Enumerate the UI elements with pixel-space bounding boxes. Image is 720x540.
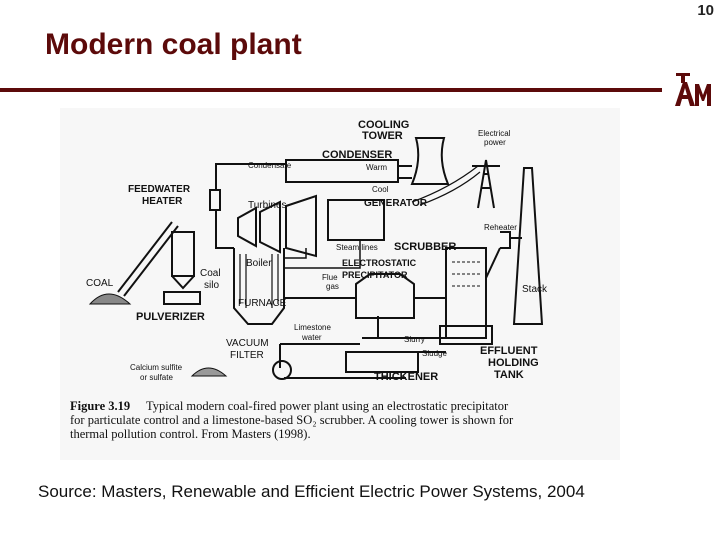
svg-text:TOWER: TOWER xyxy=(362,130,403,142)
effluent-tank-shape xyxy=(439,325,493,345)
label-stack: Stack xyxy=(522,284,548,295)
feedwater-heater-shape xyxy=(209,189,221,211)
label-limestone-water: Limestone xyxy=(294,323,331,332)
label-flue-gas: Flue xyxy=(322,273,338,282)
label-warm: Warm xyxy=(366,163,387,172)
label-electrostatic-precipitator: ELECTROSTATIC xyxy=(342,258,417,268)
coal-pile xyxy=(88,293,132,305)
svg-text:HOLDING: HOLDING xyxy=(488,357,539,369)
label-furnace: FURNACE xyxy=(238,298,287,309)
label-boiler: Boiler xyxy=(246,258,272,269)
coal-silo-shape xyxy=(171,231,195,277)
svg-text:water: water xyxy=(301,333,322,342)
thickener-shape xyxy=(345,351,419,373)
stack-shape xyxy=(512,167,544,325)
svg-text:or sulfate: or sulfate xyxy=(140,373,173,382)
cooling-tower-shape xyxy=(410,137,450,185)
label-cooling-tower: COOLING xyxy=(358,119,409,131)
label-vacuum-filter: VACUUM xyxy=(226,338,269,349)
svg-text:FILTER: FILTER xyxy=(230,350,264,361)
source-citation: Source: Masters, Renewable and Efficient… xyxy=(38,482,585,501)
condenser-shape xyxy=(285,159,399,183)
label-sludge: Sludge xyxy=(422,349,447,358)
caption-line-3: thermal pollution control. From Masters … xyxy=(70,427,311,441)
caption-line-2: for particulate control and a limestone-… xyxy=(70,413,514,427)
label-effluent-holding-tank: EFFLUENT xyxy=(480,345,538,357)
label-coal: COAL xyxy=(86,278,114,289)
label-steam-lines: Steam lines xyxy=(336,243,378,252)
boiler-tubes xyxy=(239,254,279,308)
reheater-shape xyxy=(500,231,511,249)
precipitator-shape xyxy=(355,273,415,319)
svg-text:gas: gas xyxy=(326,282,339,291)
label-condensate: Condensate xyxy=(248,161,292,170)
pulverizer-shape xyxy=(163,291,201,305)
svg-text:PRECIPITATOR: PRECIPITATOR xyxy=(342,270,408,280)
cooling-water-line xyxy=(398,165,412,179)
label-thickener: THICKENER xyxy=(374,371,438,383)
slide-number: 10 xyxy=(697,2,714,19)
flue-gas-duct xyxy=(284,237,522,299)
svg-text:TANK: TANK xyxy=(494,369,524,381)
label-coal-silo: Coal xyxy=(200,268,221,279)
label-condenser: CONDENSER xyxy=(322,149,392,161)
pump-shape xyxy=(272,360,292,380)
slide-title: Modern coal plant xyxy=(45,28,302,61)
steam-lines xyxy=(284,240,361,269)
label-slurry: Slurry xyxy=(404,335,425,344)
scrubber-shape xyxy=(445,247,487,339)
label-electrical-power: Electrical xyxy=(478,129,511,138)
university-logo xyxy=(675,73,711,106)
label-pulverizer: PULVERIZER xyxy=(136,311,205,323)
label-scrubber: SCRUBBER xyxy=(394,241,456,253)
coal-plant-diagram: COOLING TOWER Electrical power Condensat… xyxy=(70,119,548,441)
svg-text:HEATER: HEATER xyxy=(142,196,183,207)
figure-number: Figure 3.19 xyxy=(70,399,130,413)
coal-conveyor xyxy=(117,221,179,297)
label-cool: Cool xyxy=(372,185,389,194)
label-generator: GENERATOR xyxy=(364,198,428,209)
caption-line-1: Typical modern coal-fired power plant us… xyxy=(146,399,509,413)
turbines-shape xyxy=(237,194,317,258)
limestone-line xyxy=(362,316,446,339)
title-divider xyxy=(0,88,662,92)
label-reheater: Reheater xyxy=(484,223,517,232)
transmission-tower-shape xyxy=(472,159,500,209)
vacuum-filter-line xyxy=(279,343,406,379)
generator-shape xyxy=(327,199,385,241)
label-feedwater-heater: FEEDWATER xyxy=(128,184,191,195)
svg-text:silo: silo xyxy=(204,280,219,291)
condensate-line xyxy=(215,163,286,249)
coal-plant-figure: COOLING TOWER Electrical power Condensat… xyxy=(60,108,620,460)
svg-text:power: power xyxy=(484,138,506,147)
label-turbines: Turbines xyxy=(248,200,287,211)
calcium-pile xyxy=(190,367,228,377)
power-lines xyxy=(411,165,481,206)
label-calcium-sulfite: Calcium sulfite xyxy=(130,363,183,372)
